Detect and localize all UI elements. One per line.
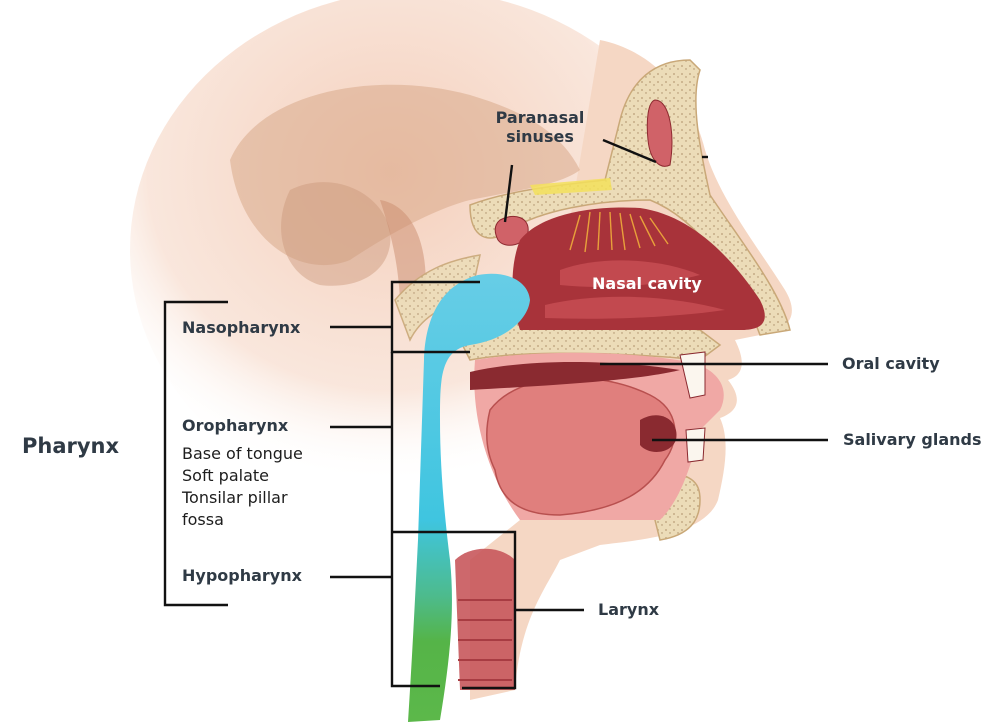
paranasal-sinuses-label: Paranasal sinuses [488, 108, 592, 146]
nasopharynx-label: Nasopharynx [182, 318, 300, 337]
pharynx-label: Pharynx [22, 434, 119, 458]
paranasal-sinuses-label-line2: sinuses [488, 127, 592, 146]
oropharynx-site: Tonsilar pillar [182, 487, 303, 509]
larynx-label: Larynx [598, 600, 659, 619]
oropharynx-site: Base of tongue [182, 443, 303, 465]
hypopharynx-label: Hypopharynx [182, 566, 302, 585]
oropharynx-site: Soft palate [182, 465, 303, 487]
salivary-glands-label: Salivary glands [843, 430, 982, 449]
oral-cavity-label: Oral cavity [842, 354, 940, 373]
oropharynx-label: Oropharynx [182, 416, 288, 435]
teeth-lower [686, 428, 705, 462]
oropharynx-sites-list: Base of tongue Soft palate Tonsilar pill… [182, 443, 303, 531]
nasal-cavity-label: Nasal cavity [592, 274, 702, 293]
paranasal-sinuses-label-line1: Paranasal [488, 108, 592, 127]
oropharynx-site: fossa [182, 509, 303, 531]
